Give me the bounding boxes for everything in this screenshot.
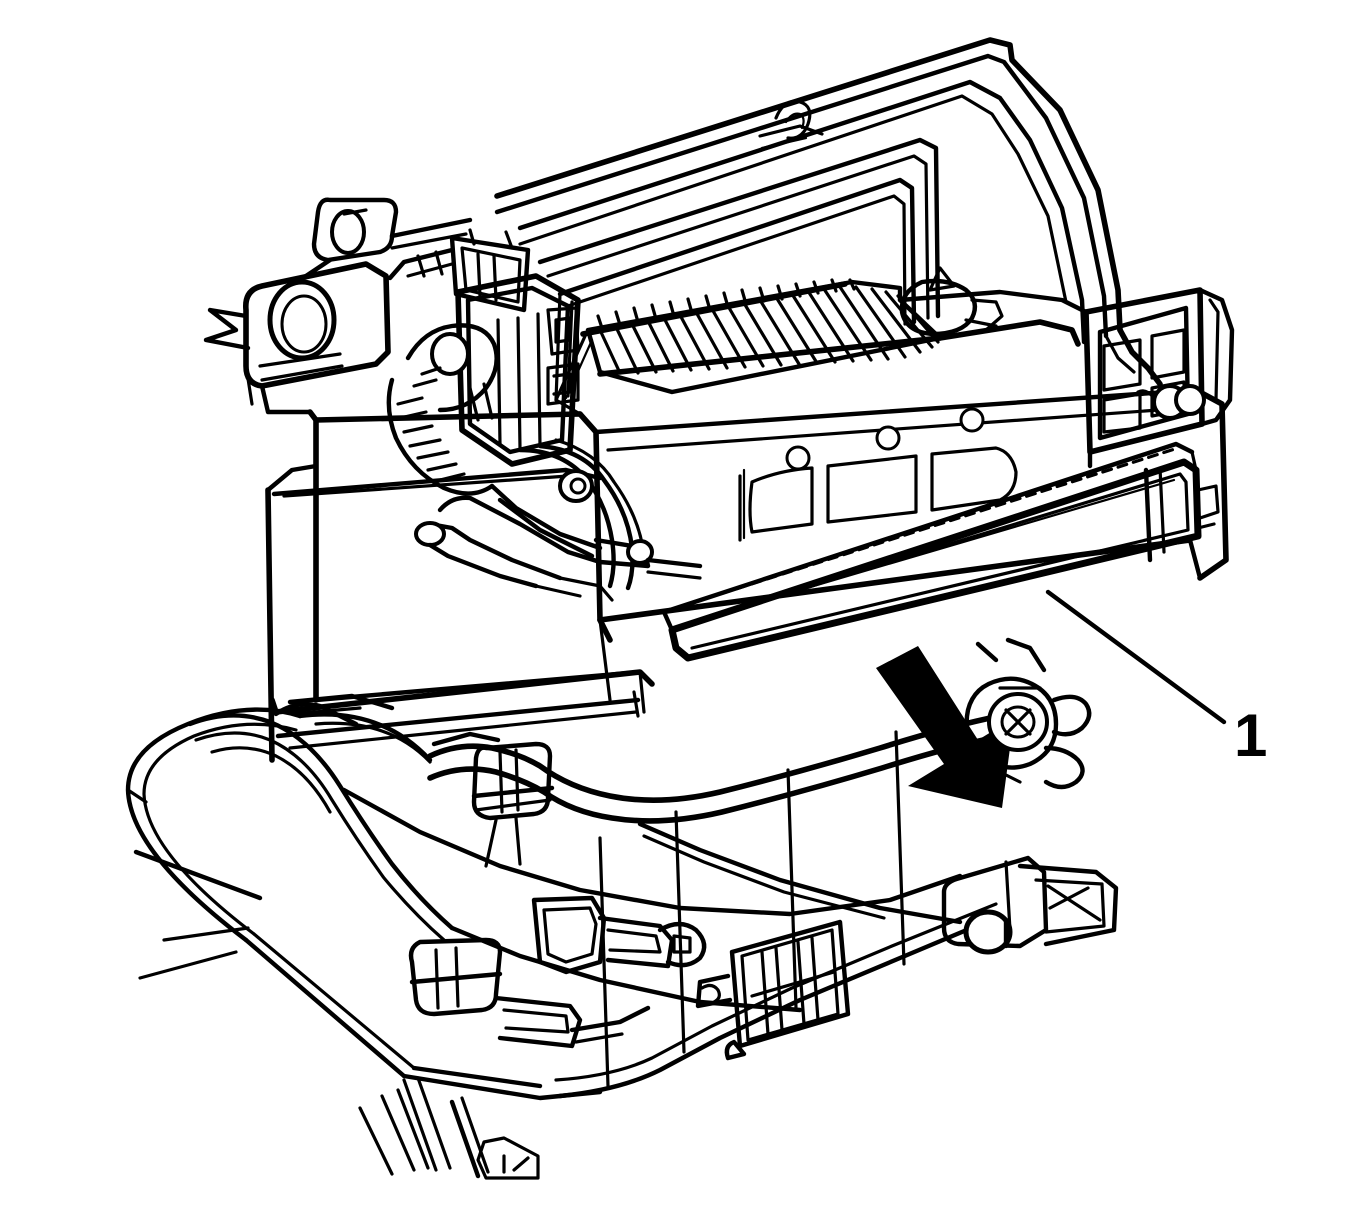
case-front-vents — [738, 407, 1018, 542]
retaining-screw — [957, 637, 1092, 799]
bottom-mount-tab — [476, 1136, 540, 1180]
air-duct-arc — [494, 37, 1123, 402]
hvac-module-case — [265, 289, 1229, 763]
callout-label-1: 1 — [1234, 702, 1268, 769]
upper-left-mount-tabs — [203, 197, 473, 415]
wiring-harness — [427, 713, 1005, 868]
lower-vent-grille — [695, 919, 851, 1061]
callout-1-leader-line — [1045, 589, 1227, 725]
electrical-connector — [941, 855, 1119, 955]
actuator-linkage — [386, 323, 703, 602]
mode-door-actuator — [387, 228, 581, 467]
case-right-mounting-bracket — [1083, 287, 1235, 563]
evaporator-core-fins — [554, 278, 943, 416]
removal-direction-arrow[interactable] — [876, 646, 1014, 808]
upper-retainer-hook — [899, 266, 1004, 337]
blower-motor-housing — [125, 693, 455, 1079]
cabin-air-filter-panel — [661, 441, 1220, 662]
case-clips — [408, 895, 707, 1049]
lower-case-assembly — [341, 730, 1119, 1180]
